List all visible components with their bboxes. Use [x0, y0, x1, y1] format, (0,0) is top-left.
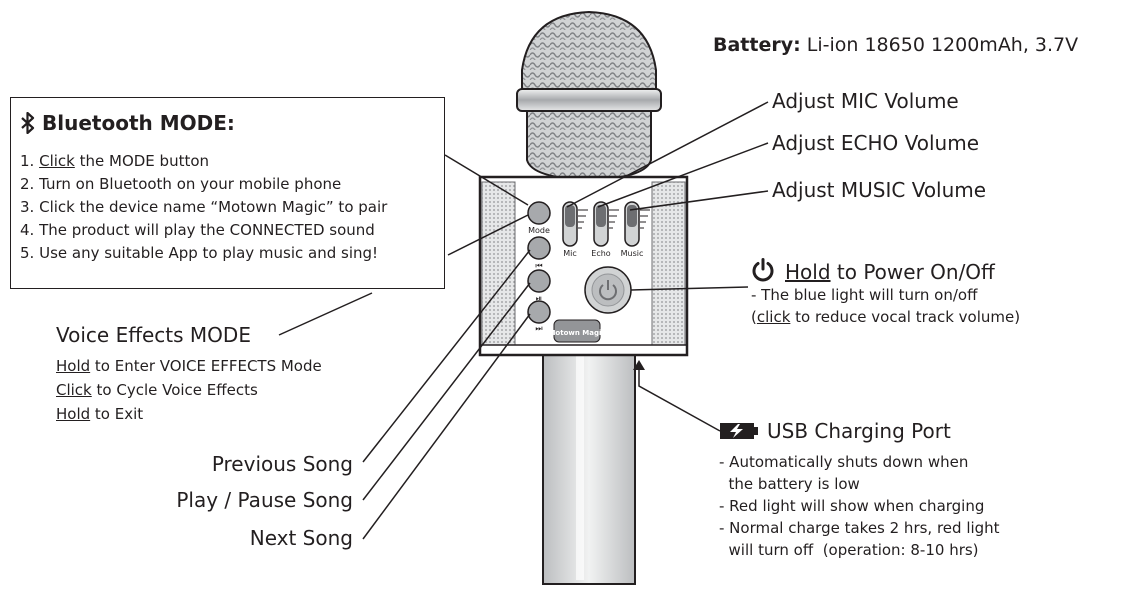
echo-slider[interactable] — [593, 201, 609, 247]
previous-button[interactable] — [527, 269, 551, 293]
power-title: Hold to Power On/Off — [751, 258, 1020, 284]
power-icon — [752, 258, 774, 282]
previous-icon: ⏮ — [535, 261, 542, 270]
bluetooth-step: 5. Use any suitable App to play music an… — [20, 244, 379, 262]
voice-line: Hold to Exit — [56, 405, 144, 423]
label-adjust-echo: Adjust ECHO Volume — [772, 131, 980, 155]
bluetooth-title: Bluetooth MODE: — [20, 111, 235, 135]
label-adjust-music: Adjust MUSIC Volume — [772, 178, 987, 202]
power-line-1: - The blue light will turn on/off — [751, 286, 978, 304]
next-icon: ⏭ — [535, 324, 542, 333]
voice-effects-title: Voice Effects MODE — [56, 323, 251, 347]
mode-label: Mode — [528, 226, 550, 235]
bluetooth-title-text: Bluetooth MODE: — [42, 111, 235, 135]
bluetooth-step: 3. Click the device name “Motown Magic” … — [20, 198, 388, 216]
usb-line: will turn off (operation: 8-10 hrs) — [719, 541, 979, 559]
usb-line: the battery is low — [719, 475, 860, 493]
power-button[interactable] — [584, 266, 632, 314]
label-next-song: Next Song — [249, 526, 353, 550]
svg-text:Motown Magic: Motown Magic — [548, 329, 605, 337]
label-play-pause-song: Play / Pause Song — [176, 488, 353, 512]
label-adjust-mic: Adjust MIC Volume — [772, 89, 959, 113]
bluetooth-icon — [21, 112, 35, 134]
usb-charging-info: USB Charging Port - Automatically shuts … — [719, 419, 1000, 561]
usb-line: - Red light will show when charging — [719, 497, 985, 515]
usb-title: USB Charging Port — [719, 419, 1000, 443]
play-pause-icon: ⏯ — [536, 294, 542, 303]
voice-line: Hold to Enter VOICE EFFECTS Mode — [56, 357, 322, 375]
mic-slider[interactable] — [562, 201, 578, 247]
battery-value: Li-ion 18650 1200mAh, 3.7V — [806, 34, 1079, 56]
echo-slider-label: Echo — [591, 249, 611, 258]
bluetooth-steps: 1. Click the MODE button 2. Turn on Blue… — [20, 150, 387, 265]
leader-lines — [278, 101, 769, 540]
battery-spec: Battery: Li-ion 18650 1200mAh, 3.7V — [713, 34, 1078, 56]
battery-label: Battery: — [713, 34, 801, 56]
bluetooth-step: 1. Click the MODE button — [20, 152, 210, 170]
usb-line: - Automatically shuts down when — [719, 453, 969, 471]
music-slider-label: Music — [621, 249, 644, 258]
usb-battery-icon — [720, 423, 758, 439]
power-line-2: (click to reduce vocal track volume) — [751, 308, 1021, 326]
power-info: Hold to Power On/Off - The blue light wi… — [751, 258, 1020, 328]
mic-slider-label: Mic — [563, 249, 577, 258]
handle — [542, 351, 636, 585]
mode-button[interactable] — [527, 201, 551, 225]
mic-grille — [516, 10, 662, 182]
usb-details: - Automatically shuts down when the batt… — [719, 451, 1000, 561]
usb-line: - Normal charge takes 2 hrs, red light — [719, 519, 1000, 537]
music-slider[interactable] — [624, 201, 640, 247]
bluetooth-mode-box: Bluetooth MODE: 1. Click the MODE button… — [10, 97, 445, 289]
play-pause-button[interactable] — [527, 300, 551, 324]
motown-magic-logo: Motown Magic — [548, 319, 606, 343]
label-previous-song: Previous Song — [211, 452, 353, 476]
voice-effects-instructions: Hold to Enter VOICE EFFECTS Mode Click t… — [56, 354, 322, 426]
voice-line: Click to Cycle Voice Effects — [56, 381, 258, 399]
bluetooth-step: 4. The product will play the CONNECTED s… — [20, 221, 375, 239]
voice-effects-button[interactable] — [527, 236, 551, 260]
bluetooth-step: 2. Turn on Bluetooth on your mobile phon… — [20, 175, 342, 193]
